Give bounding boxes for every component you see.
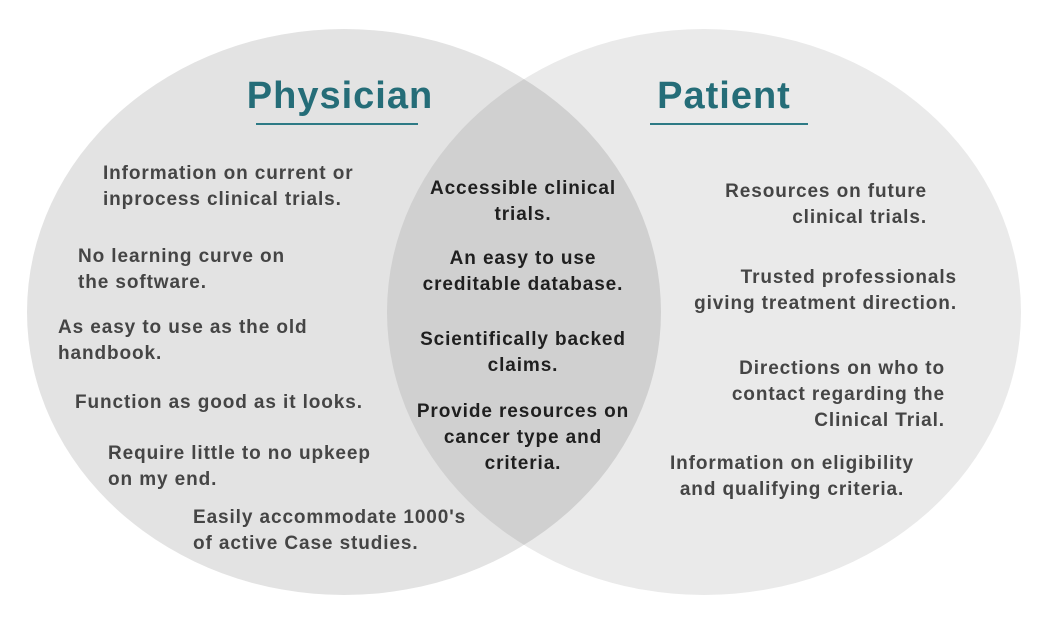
patient-item: Information on eligibility and qualifyin…	[669, 453, 914, 500]
patient-title: Patient	[657, 75, 791, 117]
physician-item: Easily accommodate 1000's of active Case…	[193, 507, 467, 554]
overlap-item: An easy to use creditable database.	[422, 248, 624, 295]
overlap-item: Provide resources on cancer type and cri…	[416, 401, 630, 474]
patient-item: Directions on who to contact regarding t…	[731, 358, 945, 431]
physician-title-underline	[256, 123, 418, 125]
patient-item: Trusted professionals giving treatment d…	[694, 267, 957, 314]
physician-item: Function as good as it looks.	[75, 392, 363, 413]
patient-title-underline	[650, 123, 808, 125]
physician-title: Physician	[246, 75, 434, 117]
overlap-item: Scientifically backed claims.	[420, 329, 626, 376]
patient-item: Resources on future clinical trials.	[725, 181, 927, 228]
physician-item: As easy to use as the old handbook.	[58, 317, 308, 364]
overlap-item: Accessible clinical trials.	[429, 178, 617, 225]
physician-item: Require little to no upkeep on my end.	[108, 443, 371, 490]
physician-item: Information on current or inprocess clin…	[103, 163, 354, 210]
physician-item: No learning curve on the software.	[78, 246, 285, 293]
